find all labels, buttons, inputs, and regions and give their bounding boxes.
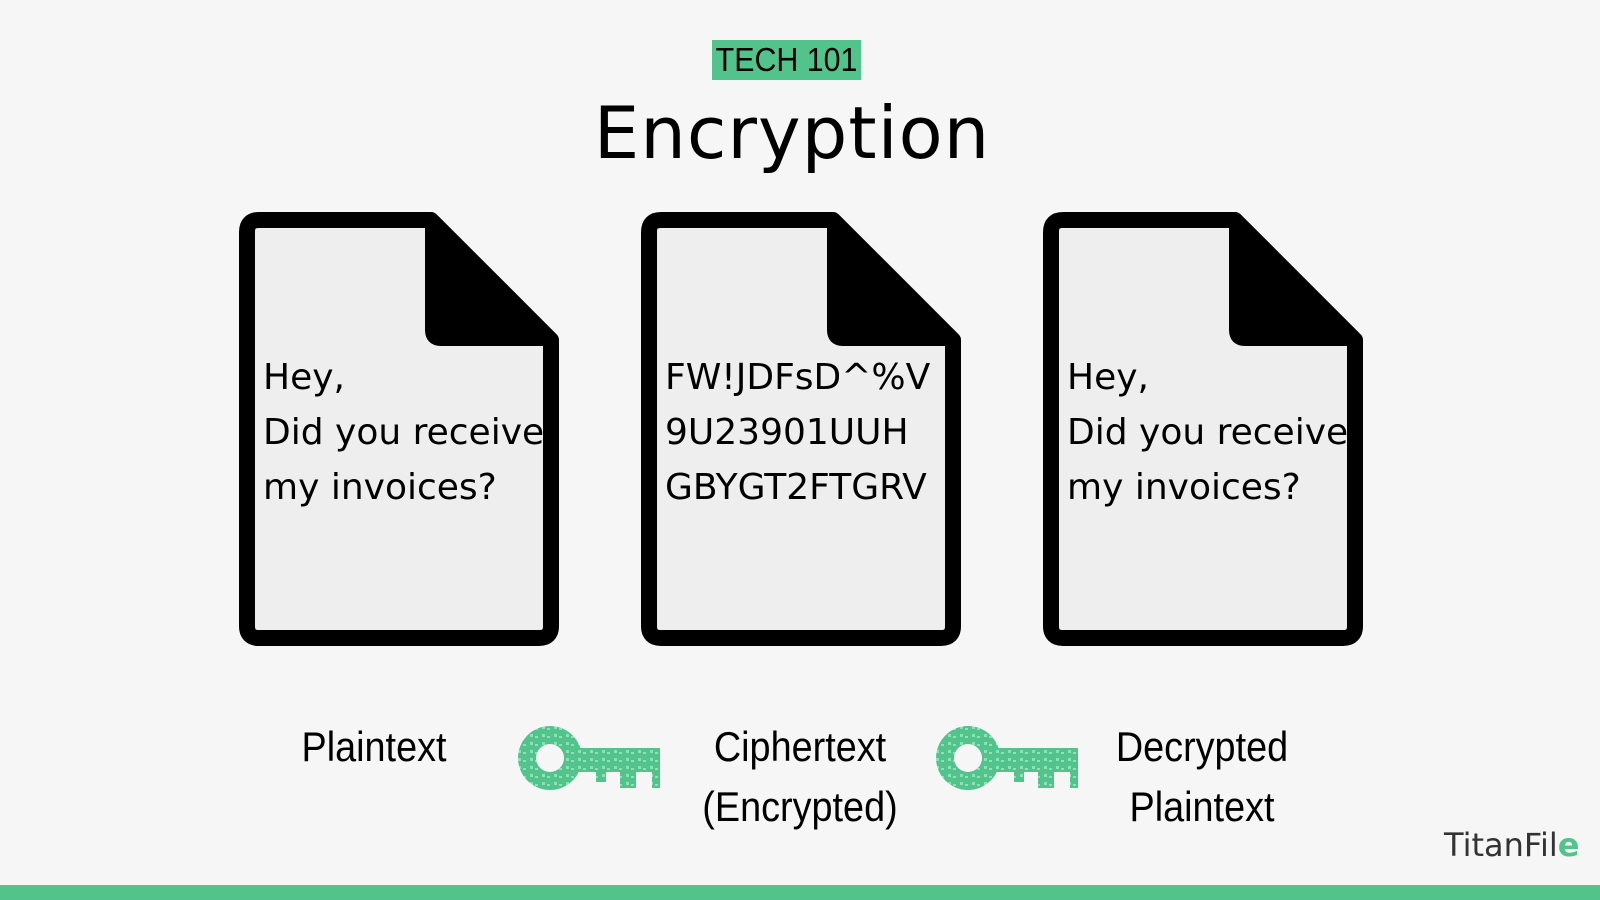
document-text: Hey, Did you receive my invoices? xyxy=(263,350,544,515)
ciphertext-document: FW!JDFsD^%V 9U23901UUH GBYGT2FTGRV xyxy=(637,212,965,652)
titanfile-logo: TitanFile xyxy=(1444,826,1579,864)
label-line: Plaintext xyxy=(1129,783,1275,830)
label-line: Plaintext xyxy=(301,723,447,770)
decrypted-label: Decrypted Plaintext xyxy=(1085,717,1319,837)
document-icon xyxy=(1043,212,1363,646)
document-icon xyxy=(641,212,961,646)
document-line: Hey, xyxy=(1067,357,1149,398)
bottom-accent-bar xyxy=(0,885,1600,900)
ciphertext-label: Ciphertext (Encrypted) xyxy=(683,717,917,837)
document-line: Did you receive xyxy=(263,412,545,453)
document-text: Hey, Did you receive my invoices? xyxy=(1067,350,1348,515)
document-line: GBYGT2FTGRV xyxy=(665,467,927,508)
document-line: my invoices? xyxy=(1067,467,1301,508)
document-line: Hey, xyxy=(263,357,345,398)
plaintext-label: Plaintext xyxy=(257,717,491,777)
document-icon xyxy=(239,212,559,646)
document-line: my invoices? xyxy=(263,467,497,508)
document-line: 9U23901UUH xyxy=(665,412,909,453)
label-line: Decrypted xyxy=(1115,723,1289,770)
key-icon xyxy=(936,726,1078,790)
plaintext-document: Hey, Did you receive my invoices? xyxy=(235,212,563,652)
page-title: Encryption xyxy=(593,91,991,175)
document-line: Did you receive xyxy=(1067,412,1349,453)
decrypted-document: Hey, Did you receive my invoices? xyxy=(1039,212,1367,652)
document-line: FW!JDFsD^%V xyxy=(665,357,931,398)
logo-mark: e xyxy=(1557,826,1580,864)
label-line: (Encrypted) xyxy=(702,783,898,830)
category-tag: TECH 101 xyxy=(712,40,862,80)
document-text: FW!JDFsD^%V 9U23901UUH GBYGT2FTGRV xyxy=(665,350,930,515)
logo-text: TitanFil xyxy=(1444,826,1558,864)
label-line: Ciphertext xyxy=(713,723,887,770)
key-icon xyxy=(518,726,660,790)
